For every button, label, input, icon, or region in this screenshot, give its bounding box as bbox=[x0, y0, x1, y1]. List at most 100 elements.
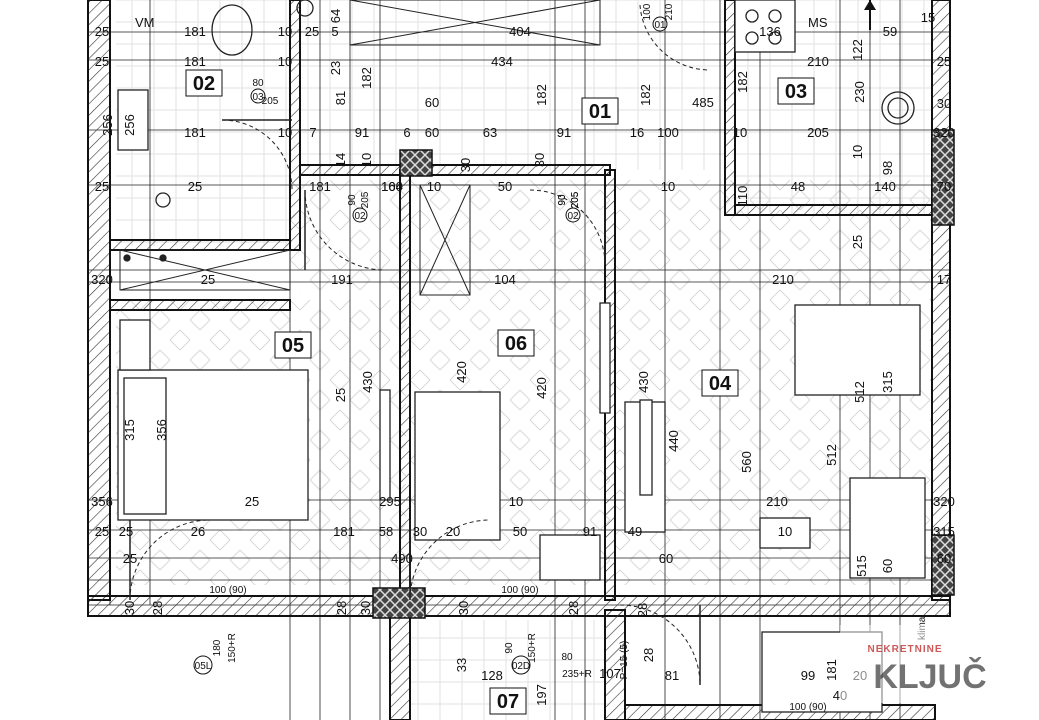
dimension-value: 182 bbox=[359, 67, 374, 89]
dimension-value: 10 bbox=[850, 145, 865, 159]
dimension-value: 10 bbox=[278, 24, 292, 39]
dimension-value: 16 bbox=[630, 125, 644, 140]
door-code: 235+R bbox=[562, 669, 592, 680]
dimension-value: 210 bbox=[807, 54, 829, 69]
dimension-value: 210 bbox=[766, 494, 788, 509]
door-tag: 02 bbox=[354, 211, 366, 222]
room-label-05: 05 bbox=[282, 335, 304, 357]
dimension-value: 25 bbox=[188, 179, 202, 194]
door-code: 100 (90) bbox=[501, 585, 538, 596]
dimension-value: 14 bbox=[333, 153, 348, 167]
dimension-value: 320 bbox=[91, 272, 113, 287]
door-code: 90 bbox=[557, 194, 568, 206]
dimension-value: 100 bbox=[657, 125, 679, 140]
room-06-box: 06 bbox=[497, 329, 535, 357]
dimension-value: 91 bbox=[355, 125, 369, 140]
dimension-value: 104 bbox=[494, 272, 516, 287]
dimension-value: 25 bbox=[201, 272, 215, 287]
dimension-value: 430 bbox=[360, 371, 375, 393]
dimension-value: 6 bbox=[403, 125, 410, 140]
dimension-value: 25 bbox=[937, 54, 951, 69]
door-code: 90 bbox=[557, 194, 568, 206]
door-code: 210 bbox=[664, 3, 675, 20]
dimension-value: 30 bbox=[122, 601, 137, 615]
dimension-value: 122 bbox=[850, 39, 865, 61]
dimension-value: 50 bbox=[498, 179, 512, 194]
door-code: 80 bbox=[252, 78, 264, 89]
dimension-value: 91 bbox=[557, 125, 571, 140]
door-code: 100 bbox=[642, 3, 653, 20]
dimension-value: 25 bbox=[95, 54, 109, 69]
dimension-value: 30 bbox=[456, 601, 471, 615]
furniture bbox=[117, 0, 926, 713]
dimension-value: 160 bbox=[381, 179, 403, 194]
dimension-value: 315 bbox=[880, 371, 895, 393]
door-code: 150+R bbox=[227, 633, 238, 663]
washing-machine-label: VM bbox=[135, 15, 155, 30]
room-01-box: 01 bbox=[581, 97, 619, 125]
dimension-value: 181 bbox=[824, 659, 839, 681]
room-04-box: 04 bbox=[701, 369, 739, 397]
room-label-02: 02 bbox=[193, 73, 215, 95]
dimension-value: 515 bbox=[854, 555, 869, 577]
watermark-top: NEKRETNINE bbox=[867, 644, 942, 655]
dimension-value: 420 bbox=[534, 377, 549, 399]
room-label-04: 04 bbox=[709, 373, 732, 395]
door-code: 100 (90) bbox=[209, 585, 246, 596]
dimension-value: 140 bbox=[874, 179, 896, 194]
dimension-value: 356 bbox=[91, 494, 113, 509]
dimension-value: 315 bbox=[122, 419, 137, 441]
dimension-value: 25 bbox=[305, 24, 319, 39]
dimension-value: 181 bbox=[184, 24, 206, 39]
watermark-logo: NEKRETNINE KLJUČ bbox=[840, 625, 1025, 703]
dimension-value: 60 bbox=[425, 125, 439, 140]
dimension-value: 420 bbox=[454, 361, 469, 383]
dimension-value: 33 bbox=[454, 658, 469, 672]
dimension-value: 136 bbox=[759, 24, 781, 39]
dimension-value: 10 bbox=[509, 494, 523, 509]
dimension-value: 60 bbox=[425, 95, 439, 110]
structural-columns bbox=[372, 129, 955, 619]
dimension-value: 485 bbox=[692, 95, 714, 110]
room-label-07: 07 bbox=[497, 691, 519, 713]
dimension-value: 182 bbox=[534, 84, 549, 106]
dimension-value: 28 bbox=[334, 601, 349, 615]
door-code: 205 bbox=[570, 191, 581, 208]
room-03-box: 03 bbox=[777, 77, 815, 105]
dimension-value: 182 bbox=[638, 84, 653, 106]
door-code: 180 bbox=[212, 639, 223, 656]
door-code: P=15 (5) bbox=[619, 641, 630, 680]
dimension-value: 181 bbox=[333, 524, 355, 539]
room-label-06: 06 bbox=[505, 333, 527, 355]
door-tag: 03 bbox=[252, 92, 264, 103]
dimension-value: 182 bbox=[735, 71, 750, 93]
dimension-value: 104 bbox=[381, 179, 403, 194]
dimension-value: 81 bbox=[665, 668, 679, 683]
dimension-value: 181 bbox=[309, 179, 331, 194]
dimension-value: 20 bbox=[446, 524, 460, 539]
dimension-value: 256 bbox=[122, 114, 137, 136]
dimension-value: 59 bbox=[883, 24, 897, 39]
dimension-value: 440 bbox=[666, 430, 681, 452]
dimension-value: 25 bbox=[123, 551, 137, 566]
dimension-value: 25 bbox=[119, 524, 133, 539]
dimension-value: 490 bbox=[391, 551, 413, 566]
dimension-value: 512 bbox=[852, 381, 867, 403]
dimension-value: 63 bbox=[483, 125, 497, 140]
room-labels: 01 02 03 04 05 06 07 bbox=[185, 69, 815, 715]
dimension-value: 99 bbox=[801, 668, 815, 683]
dimension-value: 107 bbox=[599, 666, 621, 681]
dimension-value: 512 bbox=[824, 444, 839, 466]
door-code: 90 bbox=[347, 194, 358, 206]
dimension-value: 10 bbox=[427, 179, 441, 194]
dimension-value: 48 bbox=[791, 179, 805, 194]
dimension-value: 10 bbox=[778, 524, 792, 539]
door-code: 100 (90) bbox=[789, 702, 826, 713]
dimension-value: 430 bbox=[636, 371, 651, 393]
door-tag: 02 bbox=[567, 211, 579, 222]
door-tags: 01 02 02 03 05L 02D bbox=[193, 16, 668, 675]
dimension-value: 10 bbox=[733, 125, 747, 140]
room-label-03: 03 bbox=[785, 81, 807, 103]
